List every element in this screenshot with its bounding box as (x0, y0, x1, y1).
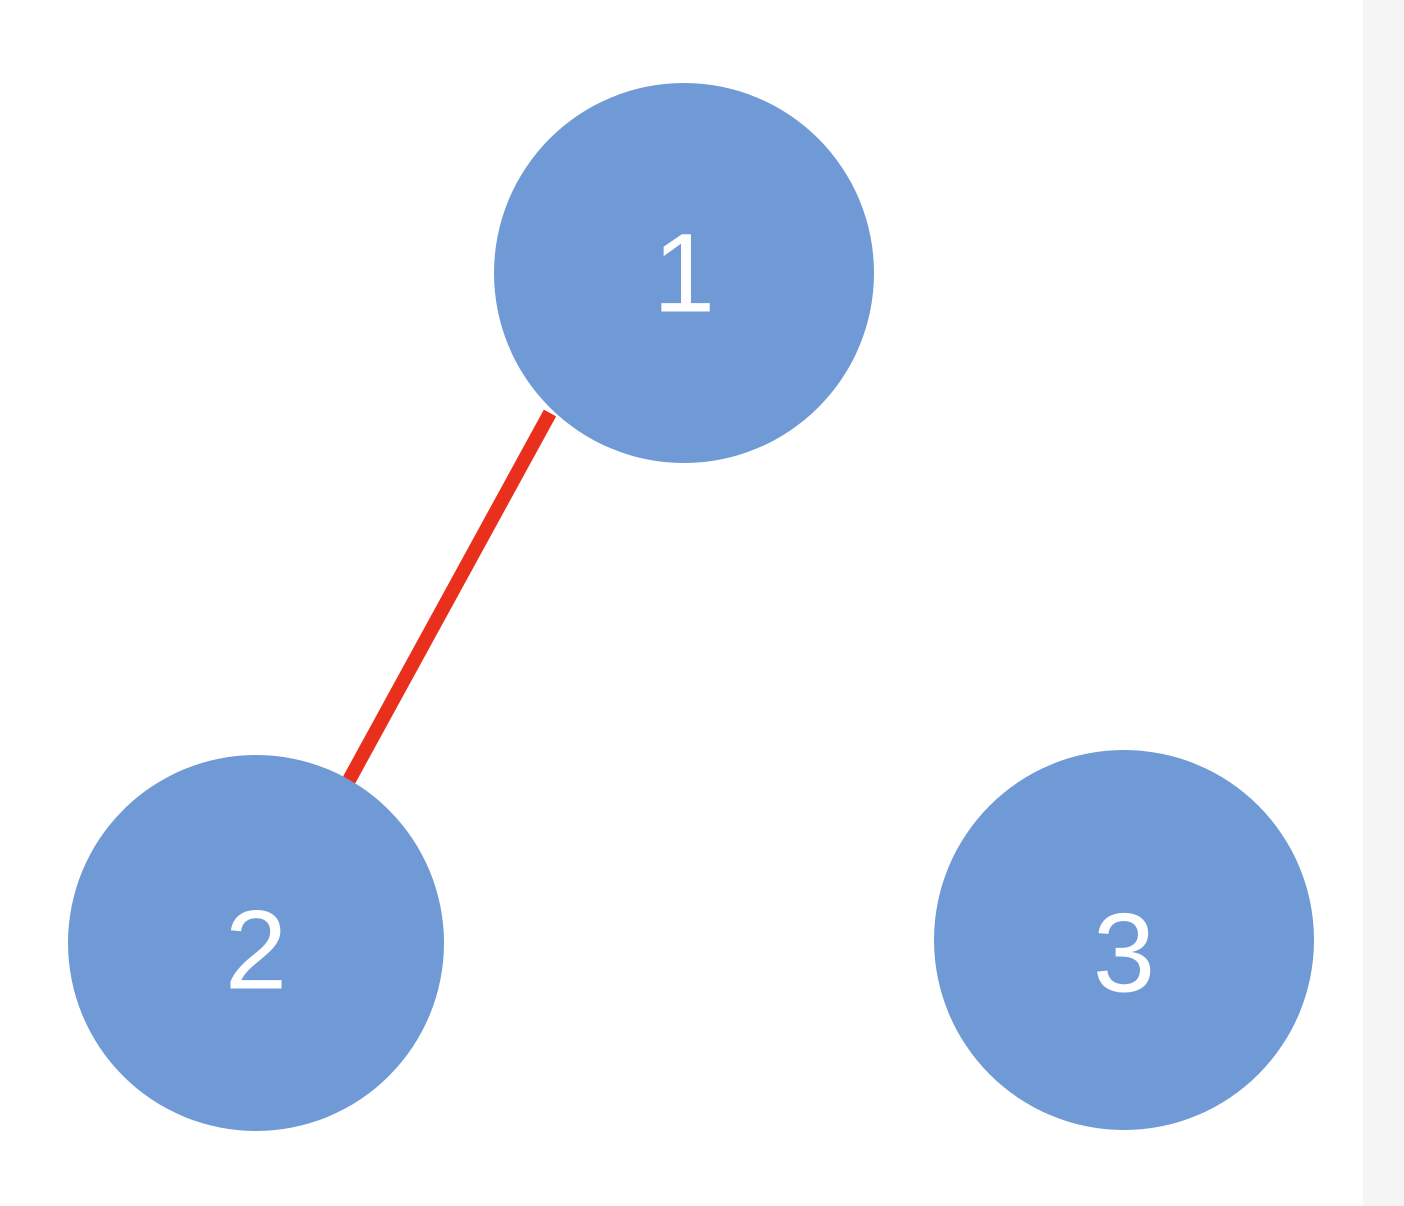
graph-node-2[interactable]: 2 (68, 755, 444, 1131)
right-gutter (1363, 0, 1404, 1206)
node-circle-1[interactable] (494, 83, 874, 463)
graph-edge-1-2[interactable] (341, 409, 557, 786)
node-circle-3[interactable] (934, 750, 1314, 1130)
nodes-layer: 1 2 3 (68, 83, 1314, 1131)
graph-node-3[interactable]: 3 (934, 750, 1314, 1130)
edges-layer (341, 409, 557, 786)
graph-svg-surface[interactable]: 1 2 3 (0, 0, 1363, 1206)
graph-canvas[interactable]: 1 2 3 (0, 0, 1363, 1206)
node-circle-2[interactable] (68, 755, 444, 1131)
graph-node-1[interactable]: 1 (494, 83, 874, 463)
